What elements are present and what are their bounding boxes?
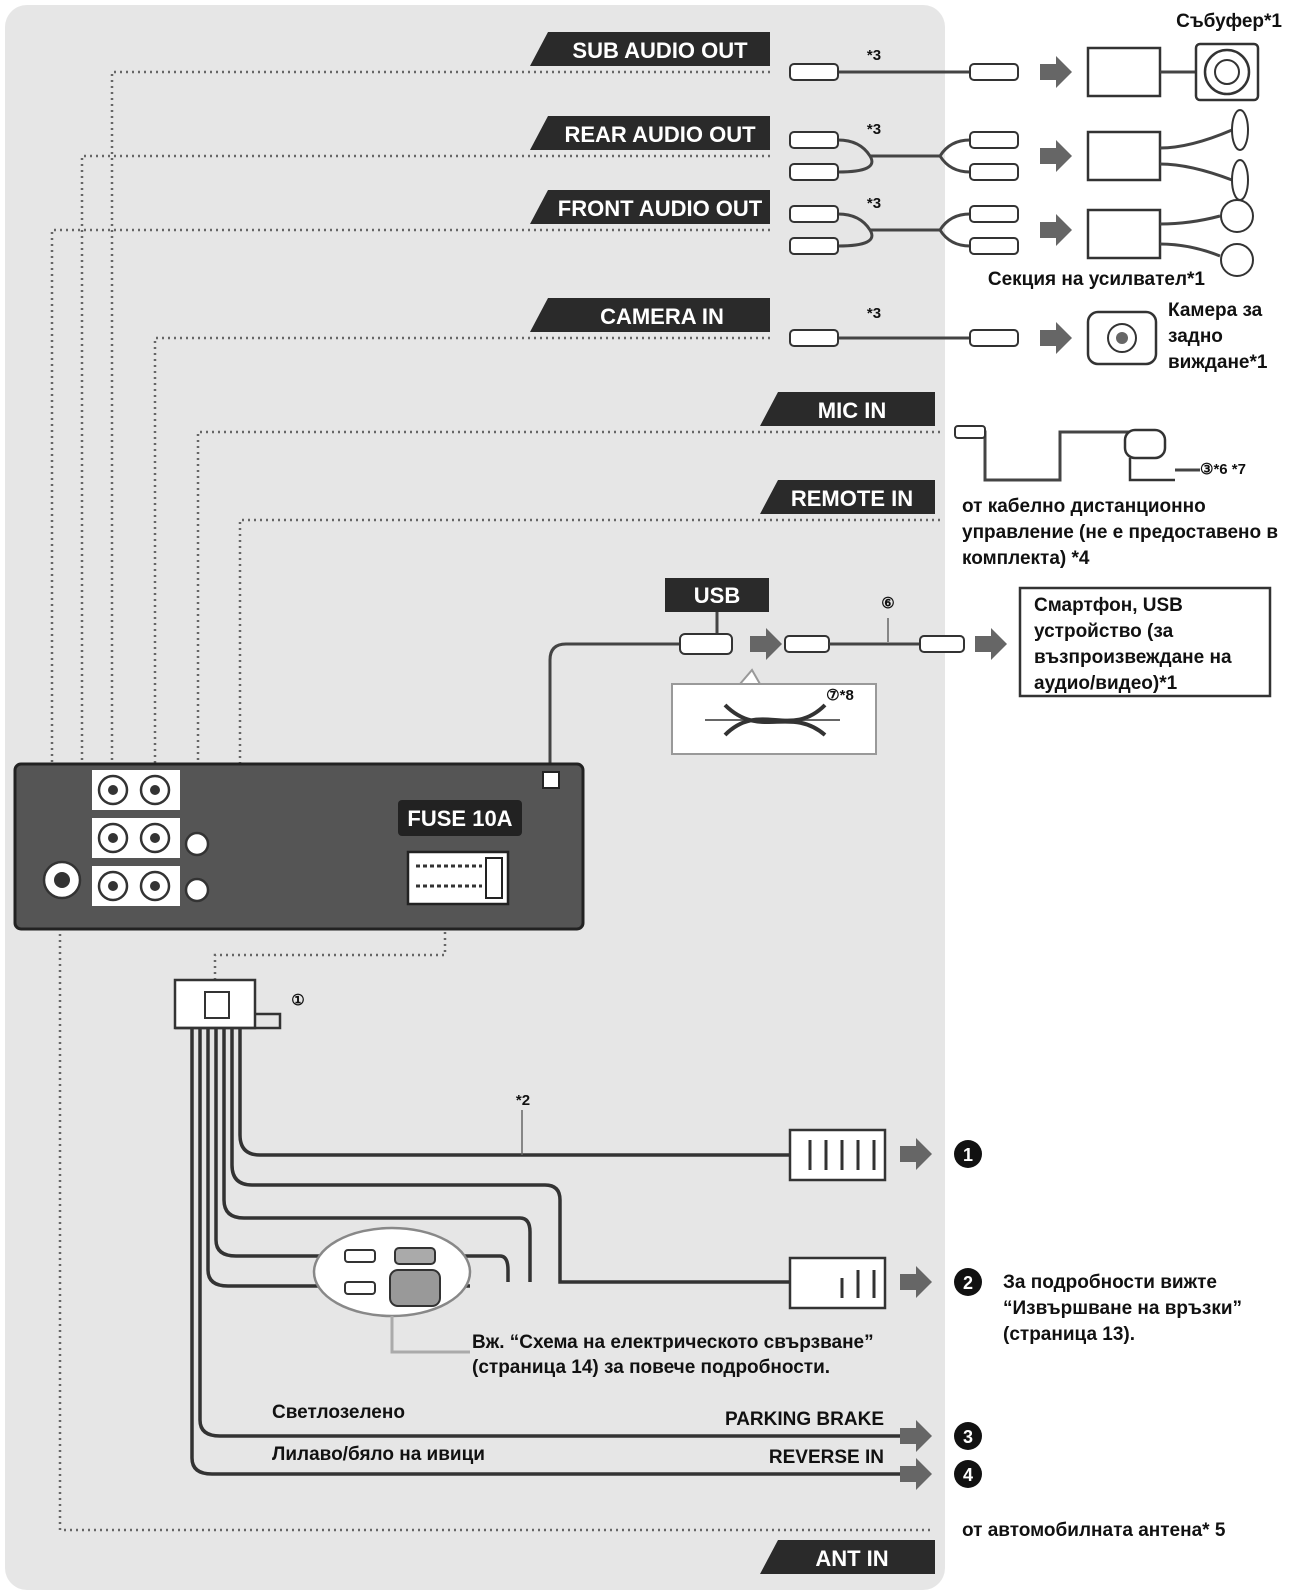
smartphone-label-2: устройство (за (1034, 621, 1174, 642)
marker-1: 1 (954, 1140, 982, 1168)
tag-sub-audio-out: SUB AUDIO OUT (530, 32, 770, 66)
rear-camera (1086, 310, 1158, 366)
smartphone-box (1018, 586, 1272, 698)
svg-text:3: 3 (963, 1427, 973, 1447)
amplifier-section-label: Секция на усилвател*1 (988, 269, 1206, 290)
sub-audio-out-label: SUB AUDIO OUT (572, 38, 748, 63)
details-2: “Извършване на връзки” (1003, 1298, 1242, 1319)
usb-cable (548, 612, 965, 785)
note-star3-front: *3 (867, 195, 881, 212)
ant-in-label: ANT IN (815, 1546, 888, 1571)
subwoofer-amp (1086, 42, 1260, 102)
tag-remote-in: REMOTE IN (760, 480, 935, 514)
front-audio-out-label: FRONT AUDIO OUT (558, 196, 763, 221)
remote-label-1: от кабелно дистанционно (962, 496, 1206, 517)
usb-ref: ⑥ (881, 595, 894, 612)
camera-in-label: CAMERA IN (600, 304, 724, 329)
fuse-label: FUSE 10A (407, 806, 512, 831)
details-1: За подробности вижте (1003, 1272, 1217, 1293)
remote-label-3: комплекта) *4 (962, 548, 1090, 569)
microphone (954, 425, 1200, 482)
marker-2: 2 (954, 1268, 982, 1296)
rca-cables (789, 63, 1019, 347)
tag-camera-in: CAMERA IN (530, 298, 770, 332)
note-star3-camera: *3 (867, 305, 881, 322)
rear-amp (1086, 109, 1249, 201)
smartphone-label-4: аудио/видео)*1 (1034, 673, 1178, 694)
antenna-label: от автомобилната антена* 5 (962, 1520, 1226, 1541)
purple-white-label: Лилаво/бяло на ивици (272, 1444, 485, 1465)
usb-cable-ref: ⑦*8 (826, 687, 854, 704)
tag-usb: USB (665, 578, 769, 612)
rear-camera-label-3: виждане*1 (1168, 352, 1268, 373)
tag-mic-in: MIC IN (760, 392, 935, 426)
svg-text:2: 2 (963, 1273, 973, 1293)
see-scheme-2: (страница 14) за повече подробности. (472, 1357, 830, 1378)
light-green-label: Светлозелено (272, 1402, 405, 1423)
remote-in-label: REMOTE IN (791, 486, 913, 511)
mic-in-label: MIC IN (818, 398, 886, 423)
mic-ref: ③*6 *7 (1200, 461, 1246, 478)
tag-ant-in: ANT IN (760, 1540, 935, 1574)
tag-rear-audio-out: REAR AUDIO OUT (530, 116, 770, 150)
marker-3: 3 (954, 1422, 982, 1450)
connection-arrows (750, 56, 1072, 1490)
smartphone-label-1: Смартфон, USB (1034, 595, 1183, 616)
front-amp (1086, 199, 1254, 277)
reverse-in-label: REVERSE IN (769, 1447, 884, 1468)
harness-ref: ① (291, 992, 304, 1009)
usb-label: USB (694, 583, 740, 608)
marker-4: 4 (954, 1460, 982, 1488)
head-unit (13, 762, 585, 931)
see-scheme-1: Вж. “Схема на електрическото свързване” (472, 1332, 874, 1353)
note-star3-rear: *3 (867, 121, 881, 138)
subwoofer-label: Събуфер*1 (1176, 11, 1282, 32)
details-3: (страница 13). (1003, 1324, 1135, 1345)
rear-audio-out-label: REAR AUDIO OUT (564, 122, 756, 147)
rear-camera-label-1: Камера за (1168, 300, 1263, 321)
wire-harness (173, 978, 900, 1476)
rear-camera-label-2: задно (1168, 326, 1223, 347)
parking-brake-label: PARKING BRAKE (725, 1409, 884, 1430)
svg-text:1: 1 (963, 1145, 973, 1165)
smartphone-label-3: възпроизвеждане на (1034, 647, 1232, 668)
note-star3-sub: *3 (867, 47, 881, 64)
remote-label-2: управление (не е предоставено в (962, 522, 1278, 543)
tag-front-audio-out: FRONT AUDIO OUT (530, 190, 770, 224)
svg-text:4: 4 (963, 1465, 973, 1485)
note-star2: *2 (516, 1092, 530, 1109)
